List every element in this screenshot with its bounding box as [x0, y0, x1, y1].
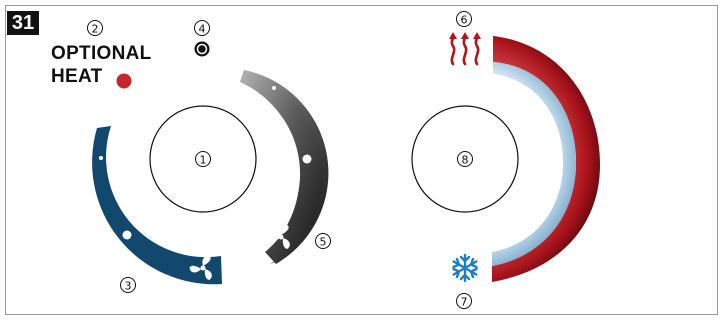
- optional-heat-line2: HEAT: [51, 66, 103, 87]
- heat-waves-icon: [450, 36, 480, 66]
- callouts: 1 2 3 4 5 6 7 8: [87, 11, 473, 309]
- callout-5-label: 5: [320, 236, 327, 249]
- callout-3: 3: [120, 277, 136, 293]
- callout-2: 2: [87, 20, 103, 36]
- callout-7-label: 7: [461, 296, 468, 309]
- optional-heat-indicator: [116, 73, 132, 89]
- callout-6-label: 6: [461, 14, 468, 27]
- callout-6: 6: [456, 11, 472, 27]
- fan-speed-arc-body: [240, 70, 323, 264]
- callout-4: 4: [194, 20, 210, 36]
- callout-1-label: 1: [200, 154, 207, 167]
- callout-4-label: 4: [199, 23, 206, 36]
- callout-3-label: 3: [125, 280, 132, 293]
- heat-arrowheads: [449, 32, 481, 39]
- callout-5: 5: [315, 233, 331, 249]
- heat-arc: [492, 36, 600, 282]
- callout-1: 1: [195, 151, 211, 167]
- optional-heat-line1: OPTIONAL: [51, 43, 152, 64]
- fan-arc-dot-small: [272, 86, 276, 90]
- blue-fan-arc: [92, 126, 222, 285]
- snowflake-icon: [452, 253, 478, 283]
- optional-heat-label: OPTIONAL HEAT: [51, 42, 152, 88]
- power-indicator-ring: [196, 43, 208, 55]
- callout-7: 7: [456, 293, 472, 309]
- callout-8: 8: [457, 151, 473, 167]
- callout-2-label: 2: [92, 23, 99, 36]
- figure-number: 31: [7, 11, 39, 35]
- power-indicator-icon: [194, 41, 210, 57]
- fan-arc-dot: [302, 154, 312, 164]
- blue-arc-dot: [122, 230, 132, 240]
- fan-speed-arc: [240, 70, 329, 264]
- cool-arc: [492, 62, 577, 266]
- blue-arc-dot-small: [99, 156, 103, 160]
- callout-8-label: 8: [462, 154, 469, 167]
